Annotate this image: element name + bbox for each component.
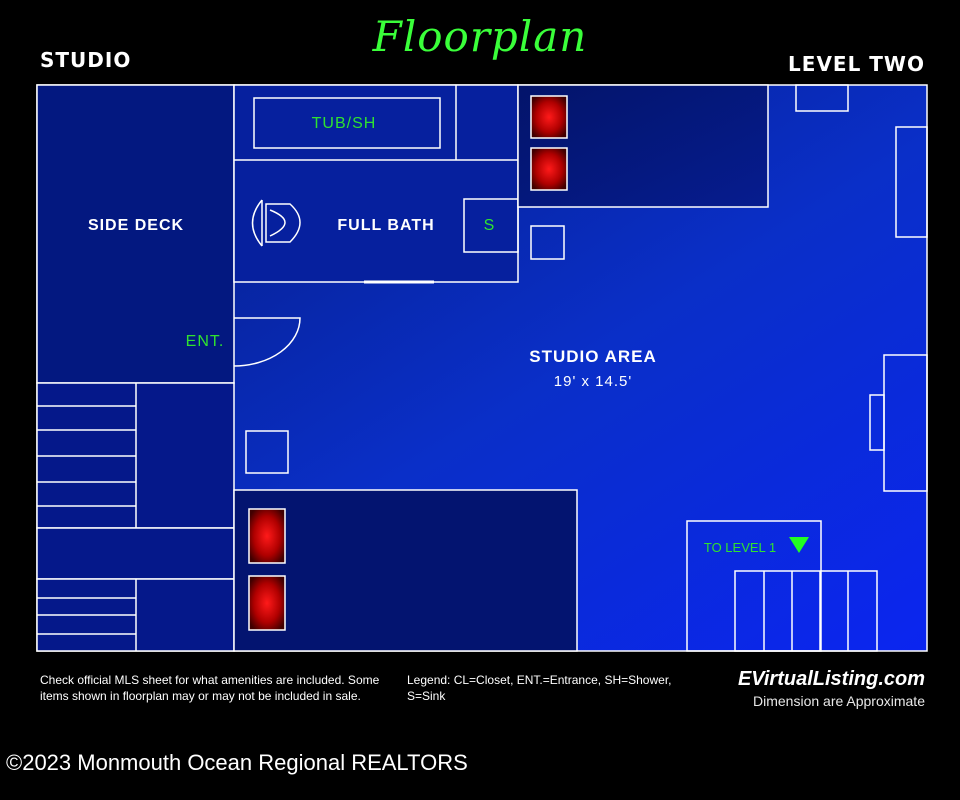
unit-label: STUDIO: [40, 48, 132, 72]
heater-4: [248, 575, 286, 631]
sink-box: [463, 198, 519, 253]
fixture-top: [795, 84, 849, 112]
heater-1: [530, 95, 568, 139]
entrance-label: ENT.: [186, 333, 225, 350]
studio-area-label: STUDIO AREA: [529, 347, 657, 366]
heater-2: [530, 147, 568, 191]
sink-label: S: [484, 217, 495, 234]
fixture-right-1: [895, 126, 928, 238]
disclaimer: Check official MLS sheet for what amenit…: [40, 673, 380, 703]
side-deck-label: SIDE DECK: [88, 217, 184, 234]
approx-note: Dimension are Approximate: [753, 693, 925, 709]
entrance-door: [233, 317, 301, 367]
to-level-label: TO LEVEL 1: [704, 540, 776, 555]
full-bath-label: FULL BATH: [337, 217, 434, 234]
copyright: ©2023 Monmouth Ocean Regional REALTORS: [6, 750, 468, 775]
small-box-a: [530, 225, 565, 260]
studio-dims-label: 19' x 14.5': [554, 373, 632, 390]
level-label: LEVEL TWO: [788, 52, 925, 76]
heater-3: [248, 508, 286, 564]
down-arrow-icon: [789, 537, 809, 553]
floorplan-title: Floorplan: [372, 12, 588, 61]
lower-room: [233, 489, 578, 652]
fixture-right-3: [869, 394, 885, 451]
small-box-b: [245, 430, 289, 474]
brand-site: EVirtualListing.com: [737, 668, 925, 690]
brand-block: EVirtualListing.com Dimension are Approx…: [738, 668, 925, 709]
tub-label: TUB/SH: [312, 115, 377, 132]
tub-outline: [253, 97, 441, 149]
toilet-icon: [251, 199, 301, 247]
legend: Legend: CL=Closet, ENT.=Entrance, SH=Sho…: [407, 673, 672, 703]
